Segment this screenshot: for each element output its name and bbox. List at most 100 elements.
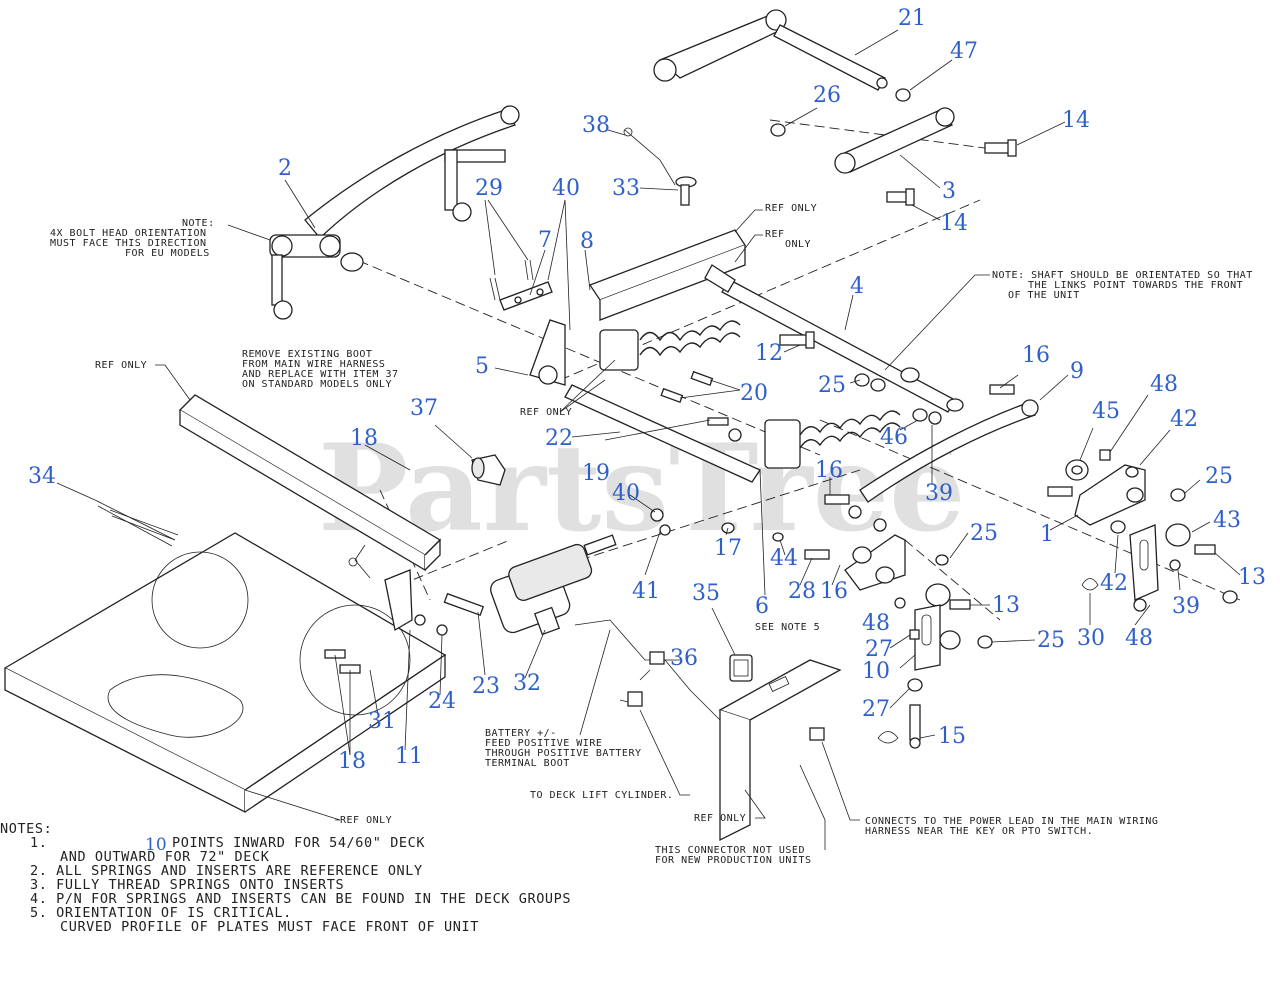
callout-22: 22 [545, 426, 573, 451]
washer-19 [707, 417, 742, 442]
cross-member-ref [178, 394, 442, 572]
callout-31: 31 [368, 709, 396, 734]
callout-29: 29 [475, 176, 503, 201]
callout-40: 40 [552, 176, 580, 201]
part-38-clip [623, 127, 676, 186]
part-10-bracket [914, 604, 941, 671]
notes-item-1-line-2: AND OUTWARD FOR 72" DECK [60, 849, 270, 865]
notes-item-1-callout: 10 [145, 835, 167, 855]
nut-25-right [1170, 488, 1186, 502]
washer-46 [912, 408, 928, 422]
note-bolt-line-3: MUST FACE THIS DIRECTION [50, 238, 207, 249]
part-29-cotter-pins [489, 259, 534, 301]
part-6-plate [844, 534, 906, 591]
callout-16-mid: 16 [815, 458, 843, 483]
callout-25-right: 25 [1205, 464, 1233, 489]
callout-25-bottom: 25 [1037, 628, 1065, 653]
nut-27-lower [907, 678, 923, 692]
callout-20: 20 [740, 381, 768, 406]
battery-line-4: TERMINAL BOOT [485, 758, 570, 769]
battery-line-1: BATTERY +/- [485, 728, 557, 739]
ref-only-bottom: REF ONLY [340, 815, 392, 826]
spring-upper [599, 320, 741, 371]
bolt-14-upper [984, 139, 1017, 157]
callout-19: 19 [582, 461, 610, 486]
part-4-shaft [704, 264, 964, 413]
callout-11: 11 [395, 744, 423, 769]
washer-48-lower [894, 597, 906, 609]
callout-33: 33 [612, 176, 640, 201]
note-shaft-line-2: THE LINKS POINT TOWARDS THE FRONT [1028, 280, 1243, 291]
part-22-shaft [564, 384, 761, 483]
bracket-11 [384, 569, 426, 632]
washer-42 [1110, 520, 1126, 534]
callout-46: 46 [880, 425, 908, 450]
remove-boot-line-3: AND REPLACE WITH ITEM 37 [242, 369, 399, 380]
connector-unused-line-2: FOR NEW PRODUCTION UNITS [655, 855, 812, 866]
bushing-45 [1065, 459, 1089, 481]
battery-line-3: THROUGH POSITIVE BATTERY [485, 748, 642, 759]
remove-boot-line-4: ON STANDARD MODELS ONLY [242, 379, 392, 390]
platform-ref [3, 532, 447, 814]
callout-43: 43 [1213, 508, 1241, 533]
note-shaft-line-1: NOTE: SHAFT SHOULD BE ORIENTATED SO THAT [992, 270, 1253, 281]
note-bolt-line-2: 4X BOLT HEAD ORIENTATION [50, 228, 207, 239]
callout-25-lower: 25 [970, 521, 998, 546]
callout-21: 21 [898, 6, 926, 31]
callout-25-upper: 25 [818, 373, 846, 398]
part-32-actuator [490, 534, 617, 636]
notes-item-5-line-1: 5. ORIENTATION OF IS CRITICAL. [30, 905, 292, 921]
part-35-connector [729, 654, 753, 682]
annotation-notes: NOTE: 4X BOLT HEAD ORIENTATION MUST FACE… [50, 203, 1253, 866]
callout-32: 32 [513, 671, 541, 696]
bracket-right-slot [1129, 524, 1159, 612]
nut-48-upper [1099, 449, 1111, 461]
callout-34: 34 [28, 464, 56, 489]
callout-26: 26 [813, 83, 841, 108]
callout-2: 2 [278, 156, 292, 181]
callout-7: 7 [538, 228, 552, 253]
callout-41: 41 [632, 579, 660, 604]
part-33-pin [675, 176, 697, 206]
bolt-14-lower [886, 188, 915, 206]
callout-28: 28 [788, 579, 816, 604]
battery-line-2: FEED POSITIVE WIRE [485, 738, 602, 749]
notes-item-1-line-1: POINTS INWARD FOR 54/60" DECK [172, 835, 425, 851]
washer-43 [1165, 523, 1191, 547]
callout-18-upper: 18 [350, 426, 378, 451]
washer-26 [770, 123, 786, 137]
nut-25-bottom [977, 635, 993, 649]
callout-9: 9 [1070, 359, 1084, 384]
callout-48-lower: 48 [862, 611, 890, 636]
callout-18-lower: 18 [338, 749, 366, 774]
callout-39-upper: 39 [925, 481, 953, 506]
nut-44 [772, 532, 784, 542]
part-20-pins [660, 370, 714, 404]
callout-48-right: 48 [1125, 626, 1153, 651]
callout-39-right: 39 [1172, 594, 1200, 619]
callout-30: 30 [1077, 626, 1105, 651]
washer-47 [895, 88, 911, 102]
callout-16-lower: 16 [820, 579, 848, 604]
callout-23: 23 [472, 674, 500, 699]
pin-15 [909, 704, 921, 749]
remove-boot-line-2: FROM MAIN WIRE HARNESS [242, 359, 385, 370]
part-7-plate [499, 281, 553, 311]
callout-45: 45 [1092, 399, 1120, 424]
callout-38: 38 [582, 113, 610, 138]
callout-42-upper: 42 [1170, 407, 1198, 432]
washer-41 [659, 524, 671, 536]
clip-bottom [877, 731, 899, 744]
callout-14: 14 [1062, 108, 1090, 133]
bolt-16-right [1047, 486, 1073, 497]
connects-power-line-1: CONNECTS TO THE POWER LEAD IN THE MAIN W… [865, 816, 1158, 827]
deck-lift-note: TO DECK LIFT CYLINDER. [530, 790, 673, 801]
part-34-tie-straps [94, 499, 179, 547]
note-bolt-line-4: FOR EU MODELS [125, 248, 210, 259]
ref-only-bracket: REF ONLY [694, 813, 746, 824]
callout-27-lower: 27 [862, 697, 890, 722]
nut-25-lower [935, 554, 949, 566]
note-shaft-line-3: OF THE UNIT [1008, 290, 1080, 301]
notes-block: NOTES: 1. 10 POINTS INWARD FOR 54/60" DE… [0, 821, 571, 935]
